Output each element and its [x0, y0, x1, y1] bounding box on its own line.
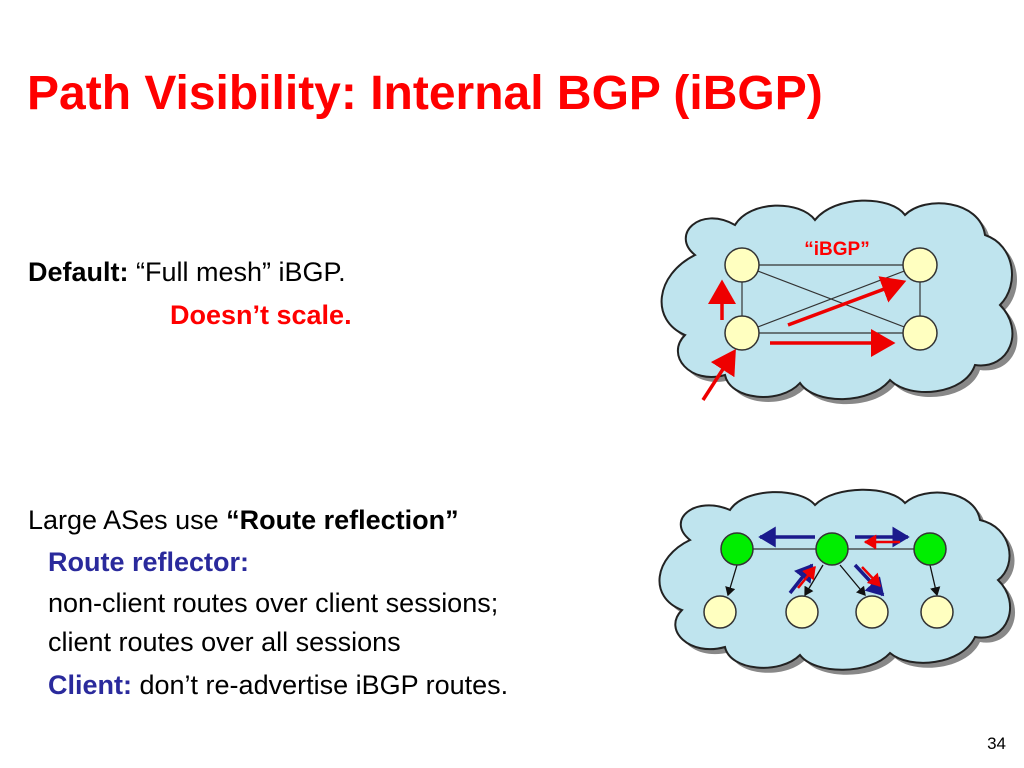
default-text: “Full mesh” iBGP. — [136, 257, 346, 287]
arrow-incoming — [701, 349, 736, 401]
link-center-client-b — [839, 564, 866, 596]
rr-line2: client routes over all sessions — [48, 627, 401, 657]
default-line: Default: “Full mesh” iBGP. — [28, 257, 346, 288]
client-label: Client: — [48, 670, 132, 700]
link-right-client — [929, 564, 941, 597]
route-reflection-diagram — [658, 488, 1016, 675]
client-text: don’t re-advertise iBGP routes. — [132, 670, 509, 700]
link-left-client — [725, 564, 738, 597]
client-router-3 — [855, 595, 889, 629]
reflector-center — [815, 532, 849, 566]
rr-intro-text: Large ASes use — [28, 505, 227, 535]
cloud-shape-bottom — [658, 488, 1016, 675]
client-router-2 — [785, 595, 819, 629]
default-label: Default: — [28, 257, 129, 287]
slide-title: Path Visibility: Internal BGP (iBGP) — [27, 67, 823, 120]
arrow-diagonal — [787, 276, 907, 327]
router-top-right — [902, 247, 938, 283]
router-bottom-right — [902, 315, 938, 351]
reflector-right — [913, 532, 947, 566]
rr-intro-bold: “Route reflection” — [226, 505, 459, 535]
doesnt-scale-text: Doesn’t scale. — [170, 300, 352, 330]
full-mesh-diagram: “iBGP” — [660, 199, 1018, 405]
reflector-left — [720, 532, 754, 566]
red-arrow-down — [861, 566, 881, 587]
router-bottom-left — [724, 315, 760, 351]
client-router-4 — [920, 595, 954, 629]
page-number: 34 — [987, 734, 1006, 753]
rr-intro-line: Large ASes use “Route reflection” — [28, 505, 459, 536]
client-line: Client: don’t re-advertise iBGP routes. — [48, 670, 508, 701]
red-arrow-up — [797, 566, 816, 589]
ibgp-label: “iBGP” — [804, 239, 869, 260]
rr-line1: non-client routes over client sessions; — [48, 588, 499, 618]
router-top-left — [724, 247, 760, 283]
client-router-1 — [703, 595, 737, 629]
route-reflector-label: Route reflector: — [48, 547, 250, 577]
